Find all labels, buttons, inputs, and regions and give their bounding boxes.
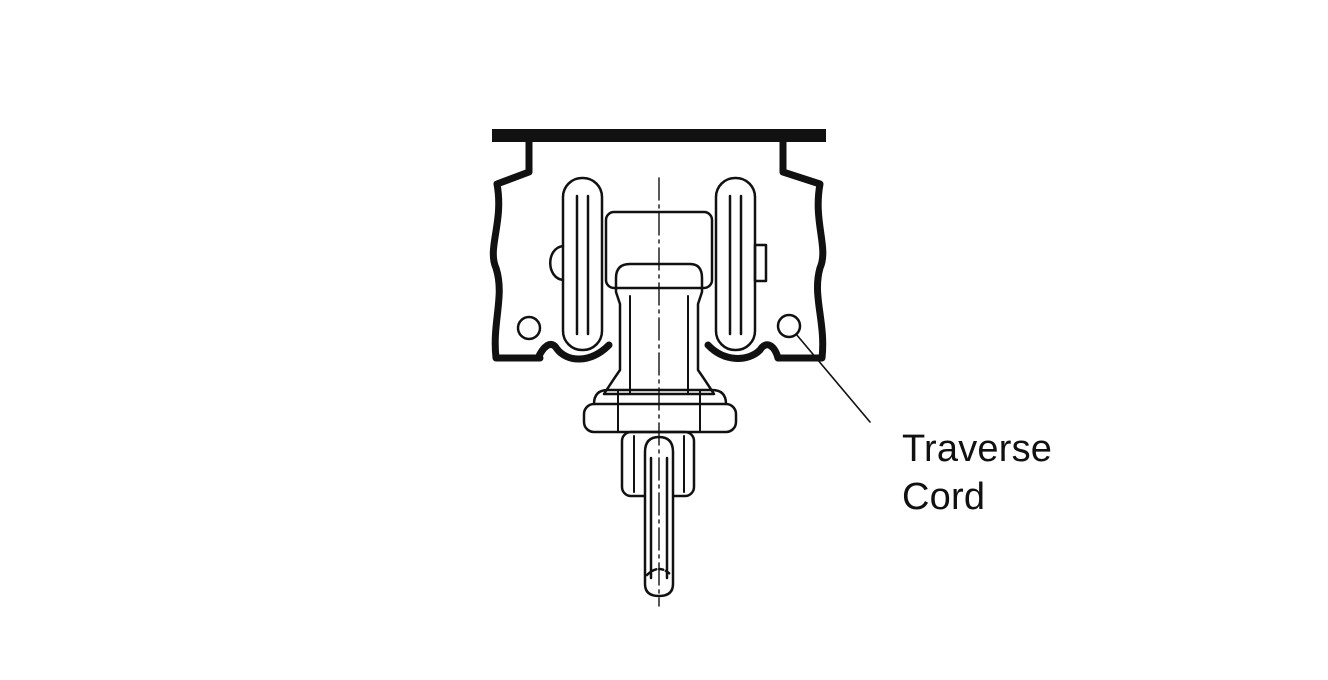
wheel-right — [714, 176, 757, 352]
traverse-cord-label: Traverse Cord — [902, 425, 1052, 521]
track-wall-right — [774, 138, 827, 362]
channel-lip-left — [534, 341, 613, 363]
hook-pin — [643, 435, 675, 598]
callout-line-1: Traverse — [902, 428, 1053, 470]
mounting-plate — [492, 129, 826, 142]
channel-lip-right — [704, 341, 782, 362]
axle-stub-left — [549, 244, 565, 282]
callout-line-2: Cord — [902, 476, 986, 518]
flange-upper-shoulder — [592, 388, 728, 406]
cord-hole-right — [776, 313, 802, 339]
axle-stub-right — [753, 243, 768, 283]
carrier-stem — [602, 262, 716, 396]
track-wall-left — [489, 138, 544, 362]
wheel-left — [561, 176, 604, 352]
callout-leader — [795, 333, 871, 423]
carrier-flange — [582, 402, 738, 434]
cord-hole-left — [516, 315, 542, 341]
